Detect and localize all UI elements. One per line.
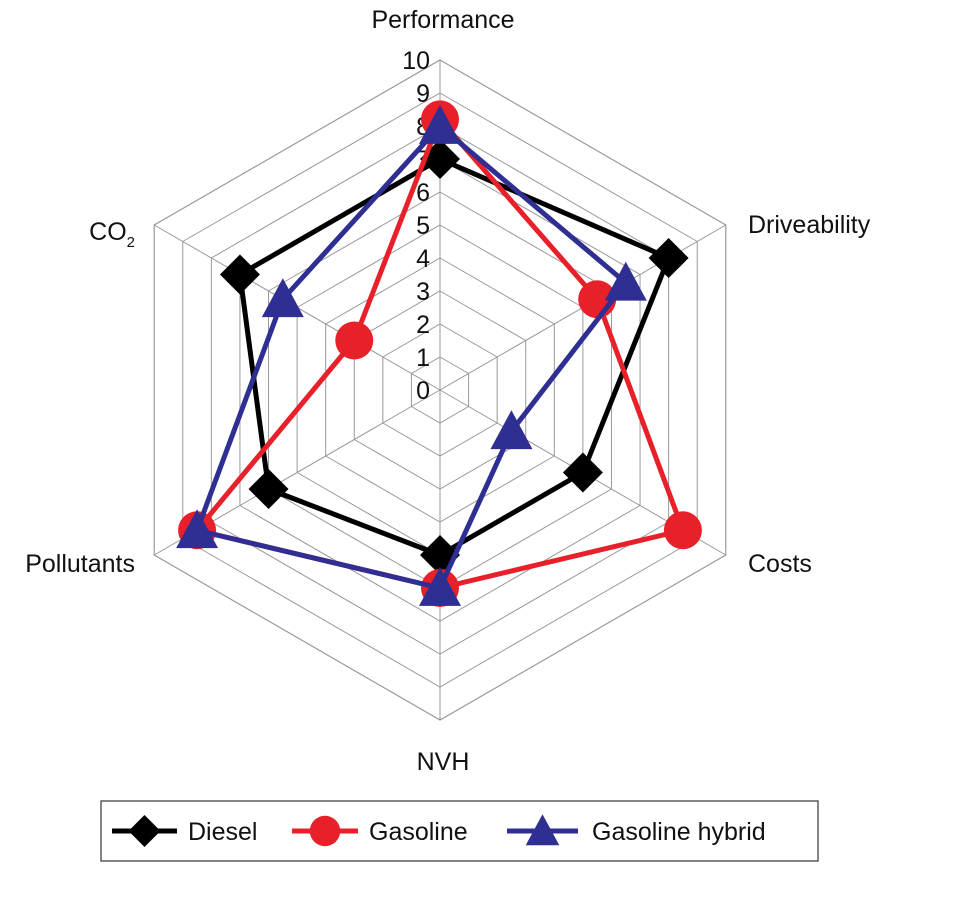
axis-label: Pollutants [25, 550, 135, 578]
tick-labels: 012345678910 [402, 47, 430, 405]
legend-entry: Gasoline [292, 815, 468, 847]
series-marker [663, 511, 702, 550]
series-marker [219, 254, 260, 295]
axis-label: Driveability [748, 211, 871, 239]
series-marker [309, 815, 341, 847]
legend-label: Diesel [188, 818, 257, 846]
tick-label: 1 [416, 344, 430, 372]
axis-label: Costs [748, 550, 812, 578]
series-marker [648, 238, 689, 278]
legend-entry: Gasoline hybrid [507, 814, 766, 846]
tick-label: 4 [416, 245, 430, 273]
tick-label: 9 [416, 80, 430, 108]
series-marker [562, 452, 603, 493]
legend-label: Gasoline hybrid [592, 818, 766, 846]
series-line [237, 156, 672, 558]
legend-label: Gasoline [369, 818, 468, 846]
series-marker [261, 278, 304, 318]
tick-label: 3 [416, 278, 430, 306]
series-marker [525, 814, 560, 846]
series-marker [490, 410, 533, 450]
axis-label: Performance [371, 6, 514, 34]
tick-label: 6 [416, 179, 430, 207]
series-marker [419, 105, 461, 144]
series-marker [419, 567, 461, 606]
series-marker [248, 469, 289, 509]
series-group [219, 139, 689, 575]
axis-label: CO2 [89, 218, 135, 251]
axis-label: NVH [417, 748, 470, 776]
series-marker [128, 815, 161, 847]
series-group [176, 105, 647, 606]
tick-label: 0 [416, 377, 430, 405]
legend-box [100, 800, 819, 862]
series [176, 100, 702, 607]
series-marker [176, 509, 219, 549]
tick-label: 10 [402, 47, 430, 75]
tick-label: 2 [416, 311, 430, 339]
series-marker [335, 321, 374, 360]
legend-entry: Diesel [112, 815, 257, 847]
series-marker [604, 261, 647, 301]
tick-label: 5 [416, 212, 430, 240]
legend: Diesel Gasoline Gasoline hybrid [100, 800, 819, 862]
